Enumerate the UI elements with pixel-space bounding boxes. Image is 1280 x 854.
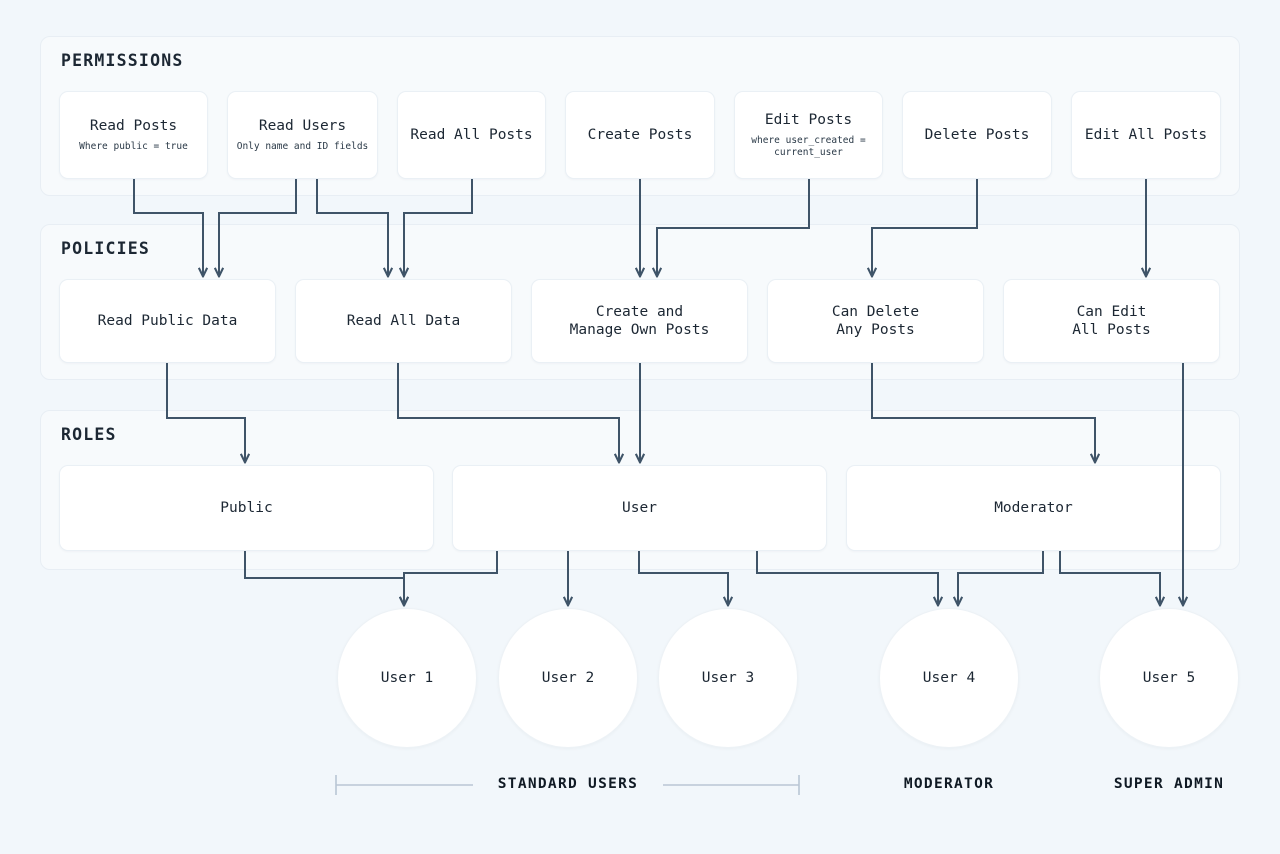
role-title: Moderator [994,499,1073,516]
roles-band-title: ROLES [61,425,117,444]
user-node-1[interactable]: User 1 [337,608,477,748]
role-title: User [622,499,657,516]
policy-title: Can Edit All Posts [1072,303,1151,338]
permission-card-read-all-posts[interactable]: Read All Posts [397,91,546,179]
user-label: User 2 [541,670,595,686]
user-node-4[interactable]: User 4 [879,608,1019,748]
permission-card-read-users[interactable]: Read Users Only name and ID fields [227,91,378,179]
user-label: User 4 [922,670,976,686]
policies-band-title: POLICIES [61,239,151,258]
policy-card-read-all-data[interactable]: Read All Data [295,279,512,363]
permission-card-edit-all-posts[interactable]: Edit All Posts [1071,91,1221,179]
policy-card-can-edit-all-posts[interactable]: Can Edit All Posts [1003,279,1220,363]
permission-card-delete-posts[interactable]: Delete Posts [902,91,1052,179]
permissions-band-title: PERMISSIONS [61,51,184,70]
role-title: Public [220,499,273,516]
policy-title: Read Public Data [97,312,238,329]
group-caption-moderator: MODERATOR [903,776,995,792]
user-node-2[interactable]: User 2 [498,608,638,748]
permission-title: Read Posts [89,117,178,134]
permission-card-create-posts[interactable]: Create Posts [565,91,715,179]
user-label: User 3 [701,670,755,686]
permission-title: Edit All Posts [1084,126,1208,143]
permission-title: Read Users [258,117,347,134]
group-caption-super-admin: SUPER ADMIN [1113,776,1225,792]
permission-title: Delete Posts [924,126,1030,143]
role-card-public[interactable]: Public [59,465,434,551]
role-card-user[interactable]: User [452,465,827,551]
permission-title: Read All Posts [410,126,533,143]
user-label: User 1 [380,670,434,686]
permission-card-read-posts[interactable]: Read Posts Where public = true [59,91,208,179]
policy-title: Read All Data [346,312,461,329]
permission-title: Create Posts [587,126,693,143]
permission-subtitle: Only name and ID fields [236,140,369,152]
permission-title: Edit Posts [764,111,853,128]
policy-card-create-manage-own-posts[interactable]: Create and Manage Own Posts [531,279,748,363]
policy-card-read-public-data[interactable]: Read Public Data [59,279,276,363]
role-card-moderator[interactable]: Moderator [846,465,1221,551]
permission-subtitle: where user_created = current_user [751,134,866,159]
policy-title: Create and Manage Own Posts [569,303,710,338]
permission-subtitle: Where public = true [79,140,188,152]
policy-card-can-delete-any-posts[interactable]: Can Delete Any Posts [767,279,984,363]
group-caption-standard-users: STANDARD USERS [497,776,639,792]
permission-card-edit-posts[interactable]: Edit Posts where user_created = current_… [734,91,883,179]
user-label: User 5 [1142,670,1196,686]
user-node-5[interactable]: User 5 [1099,608,1239,748]
policy-title: Can Delete Any Posts [831,303,920,338]
user-node-3[interactable]: User 3 [658,608,798,748]
